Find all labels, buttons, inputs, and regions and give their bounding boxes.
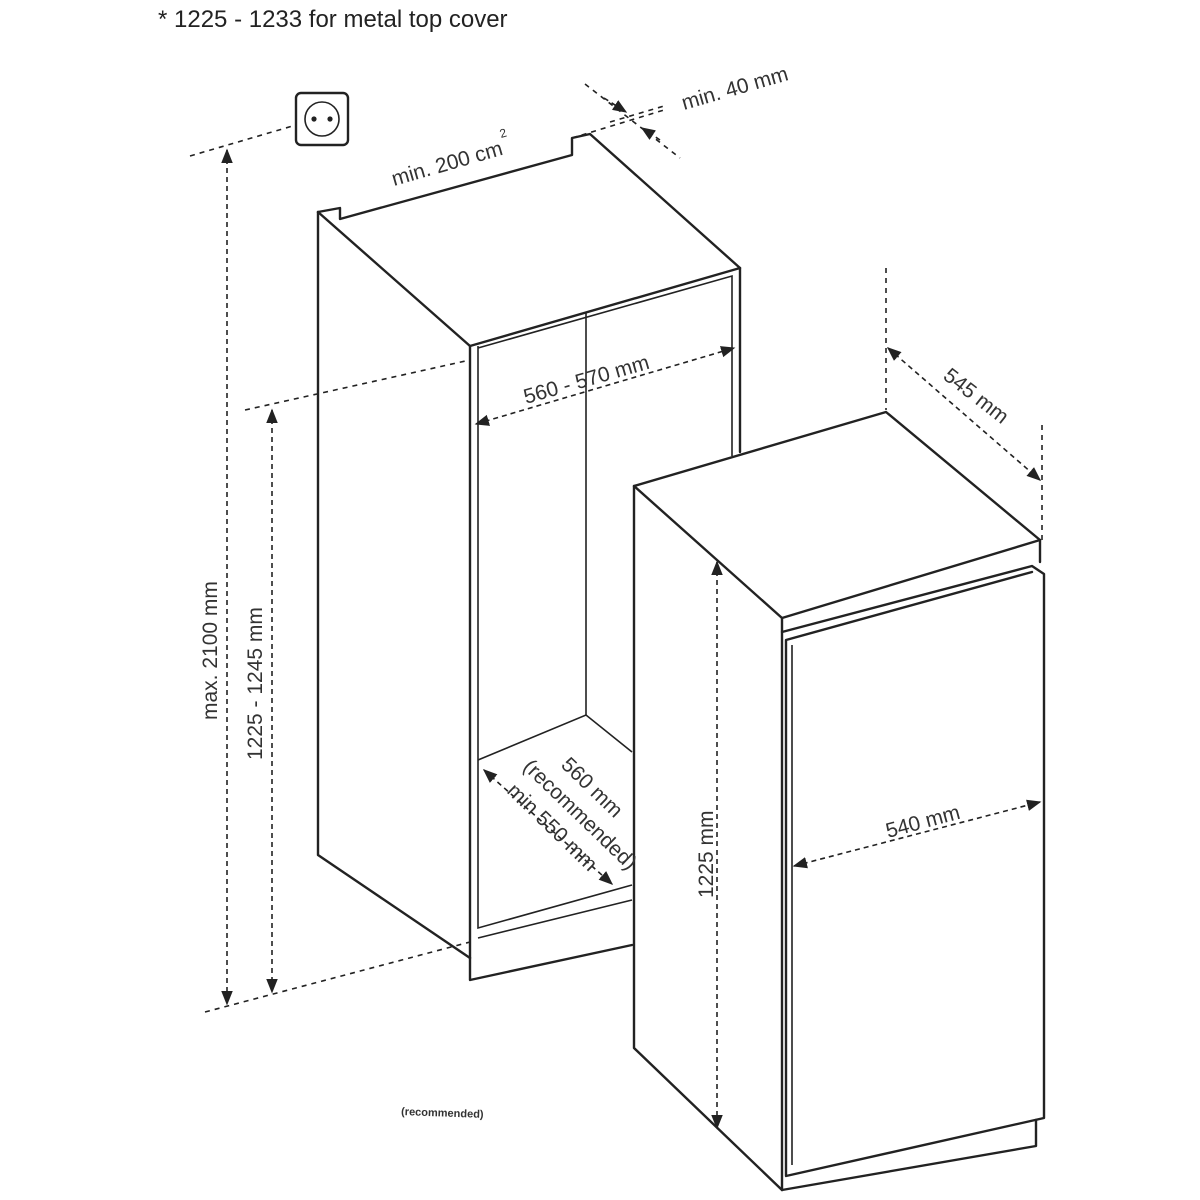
max-height-label: max. 2100 mm	[199, 581, 222, 720]
ventilation-area-label: min. 200 cm	[389, 137, 505, 191]
bottom-note: (recommended)	[401, 1106, 484, 1121]
appliance-depth-dimension	[886, 347, 1042, 481]
appliance-height-label: 1225 mm	[695, 810, 718, 898]
dimension-guides	[189, 83, 1043, 1013]
gap-top-label: min. 40 mm	[679, 62, 791, 114]
power-socket-icon	[294, 91, 350, 147]
appliance-depth-label: 545 mm	[939, 364, 1013, 429]
appliance-width-dimension	[792, 799, 1042, 869]
niche-height-label: 1225 - 1245 mm	[244, 607, 267, 760]
appliance-width-label: 540 mm	[883, 801, 962, 843]
niche-cabinet	[316, 132, 742, 982]
ventilation-area-superscript: 2	[498, 125, 509, 140]
footnote-text: * 1225 - 1233 for metal top cover	[158, 6, 508, 33]
gap-top-dimension	[603, 97, 665, 141]
niche-depth-dimension	[482, 769, 614, 885]
appliance-fridge	[632, 410, 1046, 1192]
